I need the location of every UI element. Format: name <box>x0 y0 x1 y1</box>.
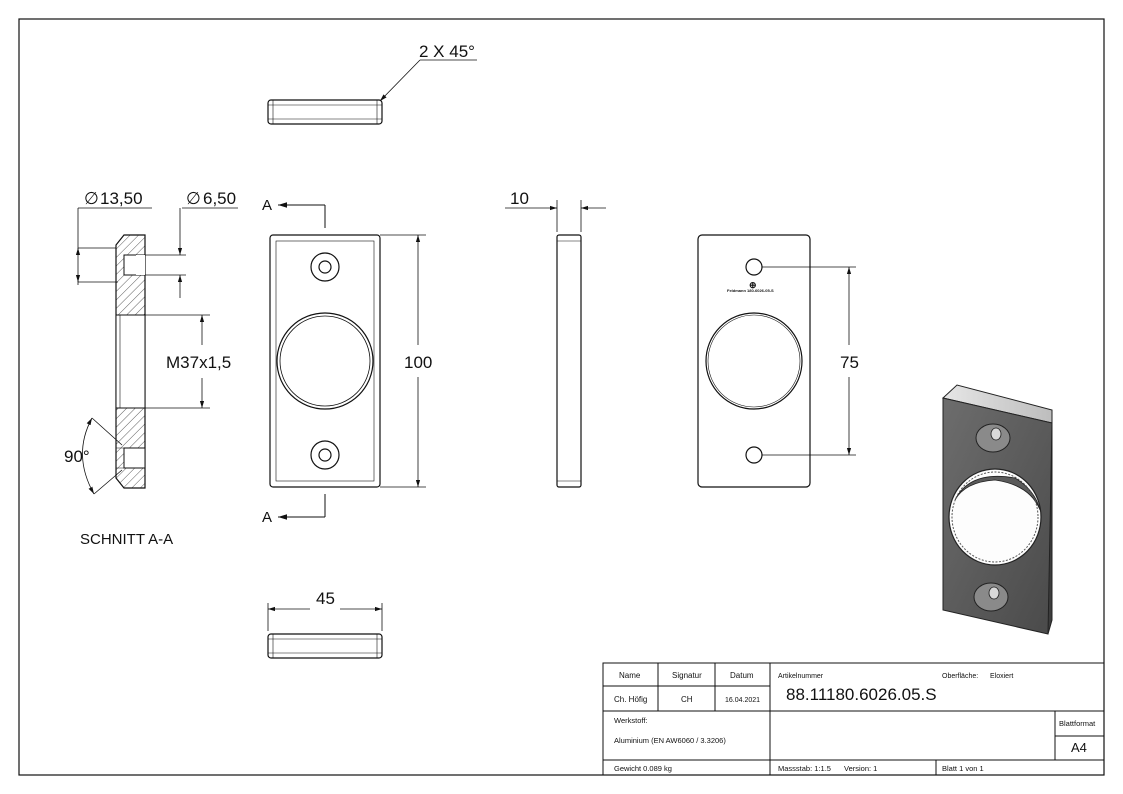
engraving-logo-icon: ⊕ <box>749 280 757 290</box>
dia-13-50-symbol: ∅ <box>84 189 99 208</box>
name-header: Name <box>619 671 641 680</box>
blatt-value: Blatt 1 von 1 <box>942 764 984 773</box>
bottom-view <box>267 633 383 659</box>
thread-dimension: M37x1,5 <box>166 353 231 372</box>
side-view <box>556 234 582 488</box>
engraving-text: Feldmann 180-6026-05-S <box>727 288 774 293</box>
width-dimension: 45 <box>316 589 335 608</box>
spacing-dimension-lines <box>762 266 856 456</box>
thickness-dimension-lines <box>505 200 606 232</box>
sheet-border <box>18 18 1105 776</box>
title-block <box>602 662 1105 776</box>
article-number: 88.11180.6026.05.S <box>786 685 937 704</box>
section-view <box>115 234 146 489</box>
section-cut-markers <box>278 202 326 520</box>
artikel-label: Artikelnummer <box>778 673 824 680</box>
blattformat-label: Blattformat <box>1059 719 1096 728</box>
werkstoff-label: Werkstoff: <box>614 716 647 725</box>
signatur-header: Signatur <box>672 671 702 680</box>
front-view <box>269 234 381 488</box>
massstab-value: Massstab: 1:1.5 <box>778 764 831 773</box>
blattformat-value: A4 <box>1071 740 1087 755</box>
oberflaeche-value: Eloxiert <box>990 673 1013 680</box>
section-marker-top: A <box>262 197 272 214</box>
chamfer-dimension: 2 X 45° <box>419 42 475 61</box>
width-dimension-lines <box>267 603 383 631</box>
height-dimension-lines <box>380 234 426 488</box>
section-dimensions <box>75 207 238 495</box>
dia-6-50-symbol: ∅ <box>186 189 201 208</box>
back-view <box>697 234 811 488</box>
height-dimension: 100 <box>404 353 432 372</box>
section-label: SCHNITT A-A <box>80 531 173 548</box>
isometric-view <box>941 384 1053 635</box>
top-view <box>267 59 477 125</box>
gewicht-value: Gewicht 0.089 kg <box>614 764 672 773</box>
signatur-value: CH <box>681 695 693 704</box>
dia-6-50-dimension: 6,50 <box>203 189 236 208</box>
name-value: Ch. Höfig <box>614 695 647 704</box>
datum-value: 16.04.2021 <box>725 697 760 704</box>
section-marker-bottom: A <box>262 509 272 526</box>
werkstoff-value: Aluminium (EN AW6060 / 3.3206) <box>614 736 726 745</box>
version-value: Version: 1 <box>844 764 877 773</box>
angle-dimension: 90° <box>64 447 90 466</box>
datum-header: Datum <box>730 671 754 680</box>
dia-13-50-dimension: 13,50 <box>100 189 143 208</box>
thickness-dimension: 10 <box>510 189 529 208</box>
hole-spacing-dimension: 75 <box>840 353 859 372</box>
oberflaeche-label: Oberfläche: <box>942 673 978 680</box>
